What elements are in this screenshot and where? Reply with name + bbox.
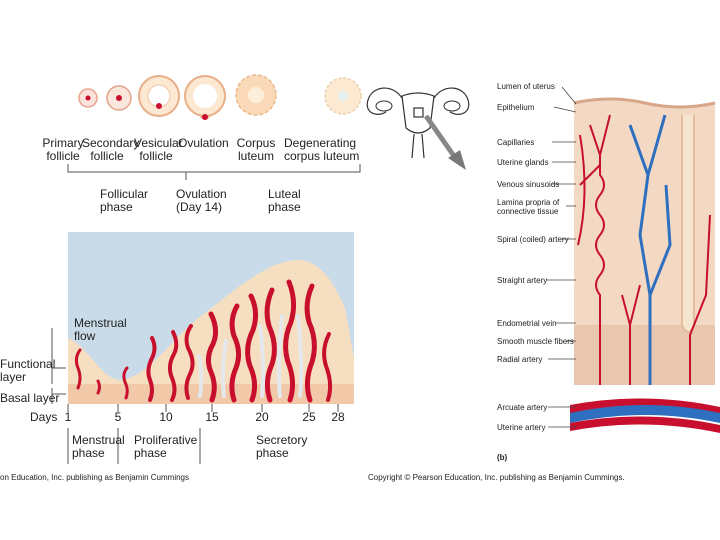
credit-right: Copyright © Pearson Education, Inc. publ…	[368, 473, 625, 482]
label-degenerating-corpus-luteum: Degenerating corpus luteum	[284, 137, 356, 163]
label-primary-follicle: Primary follicle	[42, 137, 84, 163]
label-smooth-muscle-fibers: Smooth muscle fibers	[497, 337, 574, 346]
label-follicular-phase: Follicular phase	[100, 188, 158, 214]
label-menstrual-phase: Menstrual phase	[72, 434, 120, 460]
label-uterine-glands: Uterine glands	[497, 158, 549, 167]
uterine-artery-vessel	[570, 416, 720, 433]
label-menstrual-flow: Menstrual flow	[74, 317, 124, 343]
label-corpus-luteum: Corpus luteum	[234, 137, 278, 163]
label-basal-layer: Basal layer	[0, 392, 52, 405]
label-radial-artery: Radial artery	[497, 355, 542, 364]
day-tick-25: 25	[300, 411, 318, 424]
label-straight-artery: Straight artery	[497, 276, 547, 285]
label-arcuate-artery: Arcuate artery	[497, 403, 547, 412]
ovulation-follicle	[185, 76, 225, 120]
degenerating-corpus-luteum	[325, 78, 361, 114]
label-leader-lines	[496, 80, 576, 440]
endometrium-thickness-graph	[0, 228, 360, 468]
uterus-icon	[362, 78, 482, 178]
follicle-sequence-drawing	[60, 60, 380, 130]
panel-letter-b: (b)	[497, 453, 507, 462]
label-secretory-phase: Secretory phase	[256, 434, 312, 460]
label-epithelium: Epithelium	[497, 103, 534, 112]
label-vesicular-follicle: Vesicular follicle	[134, 137, 178, 163]
label-proliferative-phase: Proliferative phase	[134, 434, 198, 460]
label-ovulation: Ovulation	[178, 137, 226, 150]
day-tick-15: 15	[203, 411, 221, 424]
myometrium	[574, 325, 715, 385]
label-uterine-artery: Uterine artery	[497, 423, 545, 432]
label-secondary-follicle: Secondary follicle	[82, 137, 132, 163]
label-spiral-artery: Spiral (coiled) artery	[497, 235, 569, 244]
day-tick-20: 20	[253, 411, 271, 424]
primary-follicle	[79, 89, 97, 107]
label-luteal-phase: Luteal phase	[268, 188, 308, 214]
corpus-luteum	[236, 75, 276, 115]
label-lumen-of-uterus: Lumen of uterus	[497, 82, 555, 91]
label-capillaries: Capillaries	[497, 138, 534, 147]
label-functional-layer: Functional layer	[0, 358, 52, 384]
label-days: Days	[30, 411, 58, 424]
secondary-follicle	[107, 86, 131, 110]
day-tick-1: 1	[62, 411, 74, 424]
uterine-wall-drawing	[570, 95, 720, 440]
day-tick-28: 28	[329, 411, 347, 424]
label-lamina-propria: Lamina propria of connective tissue	[497, 198, 559, 216]
vesicular-follicle	[139, 76, 179, 116]
uterine-gland	[682, 115, 694, 332]
label-endometrial-vein: Endometrial vein	[497, 319, 557, 328]
phase-bracket	[66, 162, 366, 184]
label-ovulation-day: Ovulation (Day 14)	[176, 188, 228, 214]
credit-left: on Education, Inc. publishing as Benjami…	[0, 473, 189, 482]
label-venous-sinusoids: Venous sinusoids	[497, 180, 559, 189]
day-tick-5: 5	[112, 411, 124, 424]
day-tick-10: 10	[157, 411, 175, 424]
